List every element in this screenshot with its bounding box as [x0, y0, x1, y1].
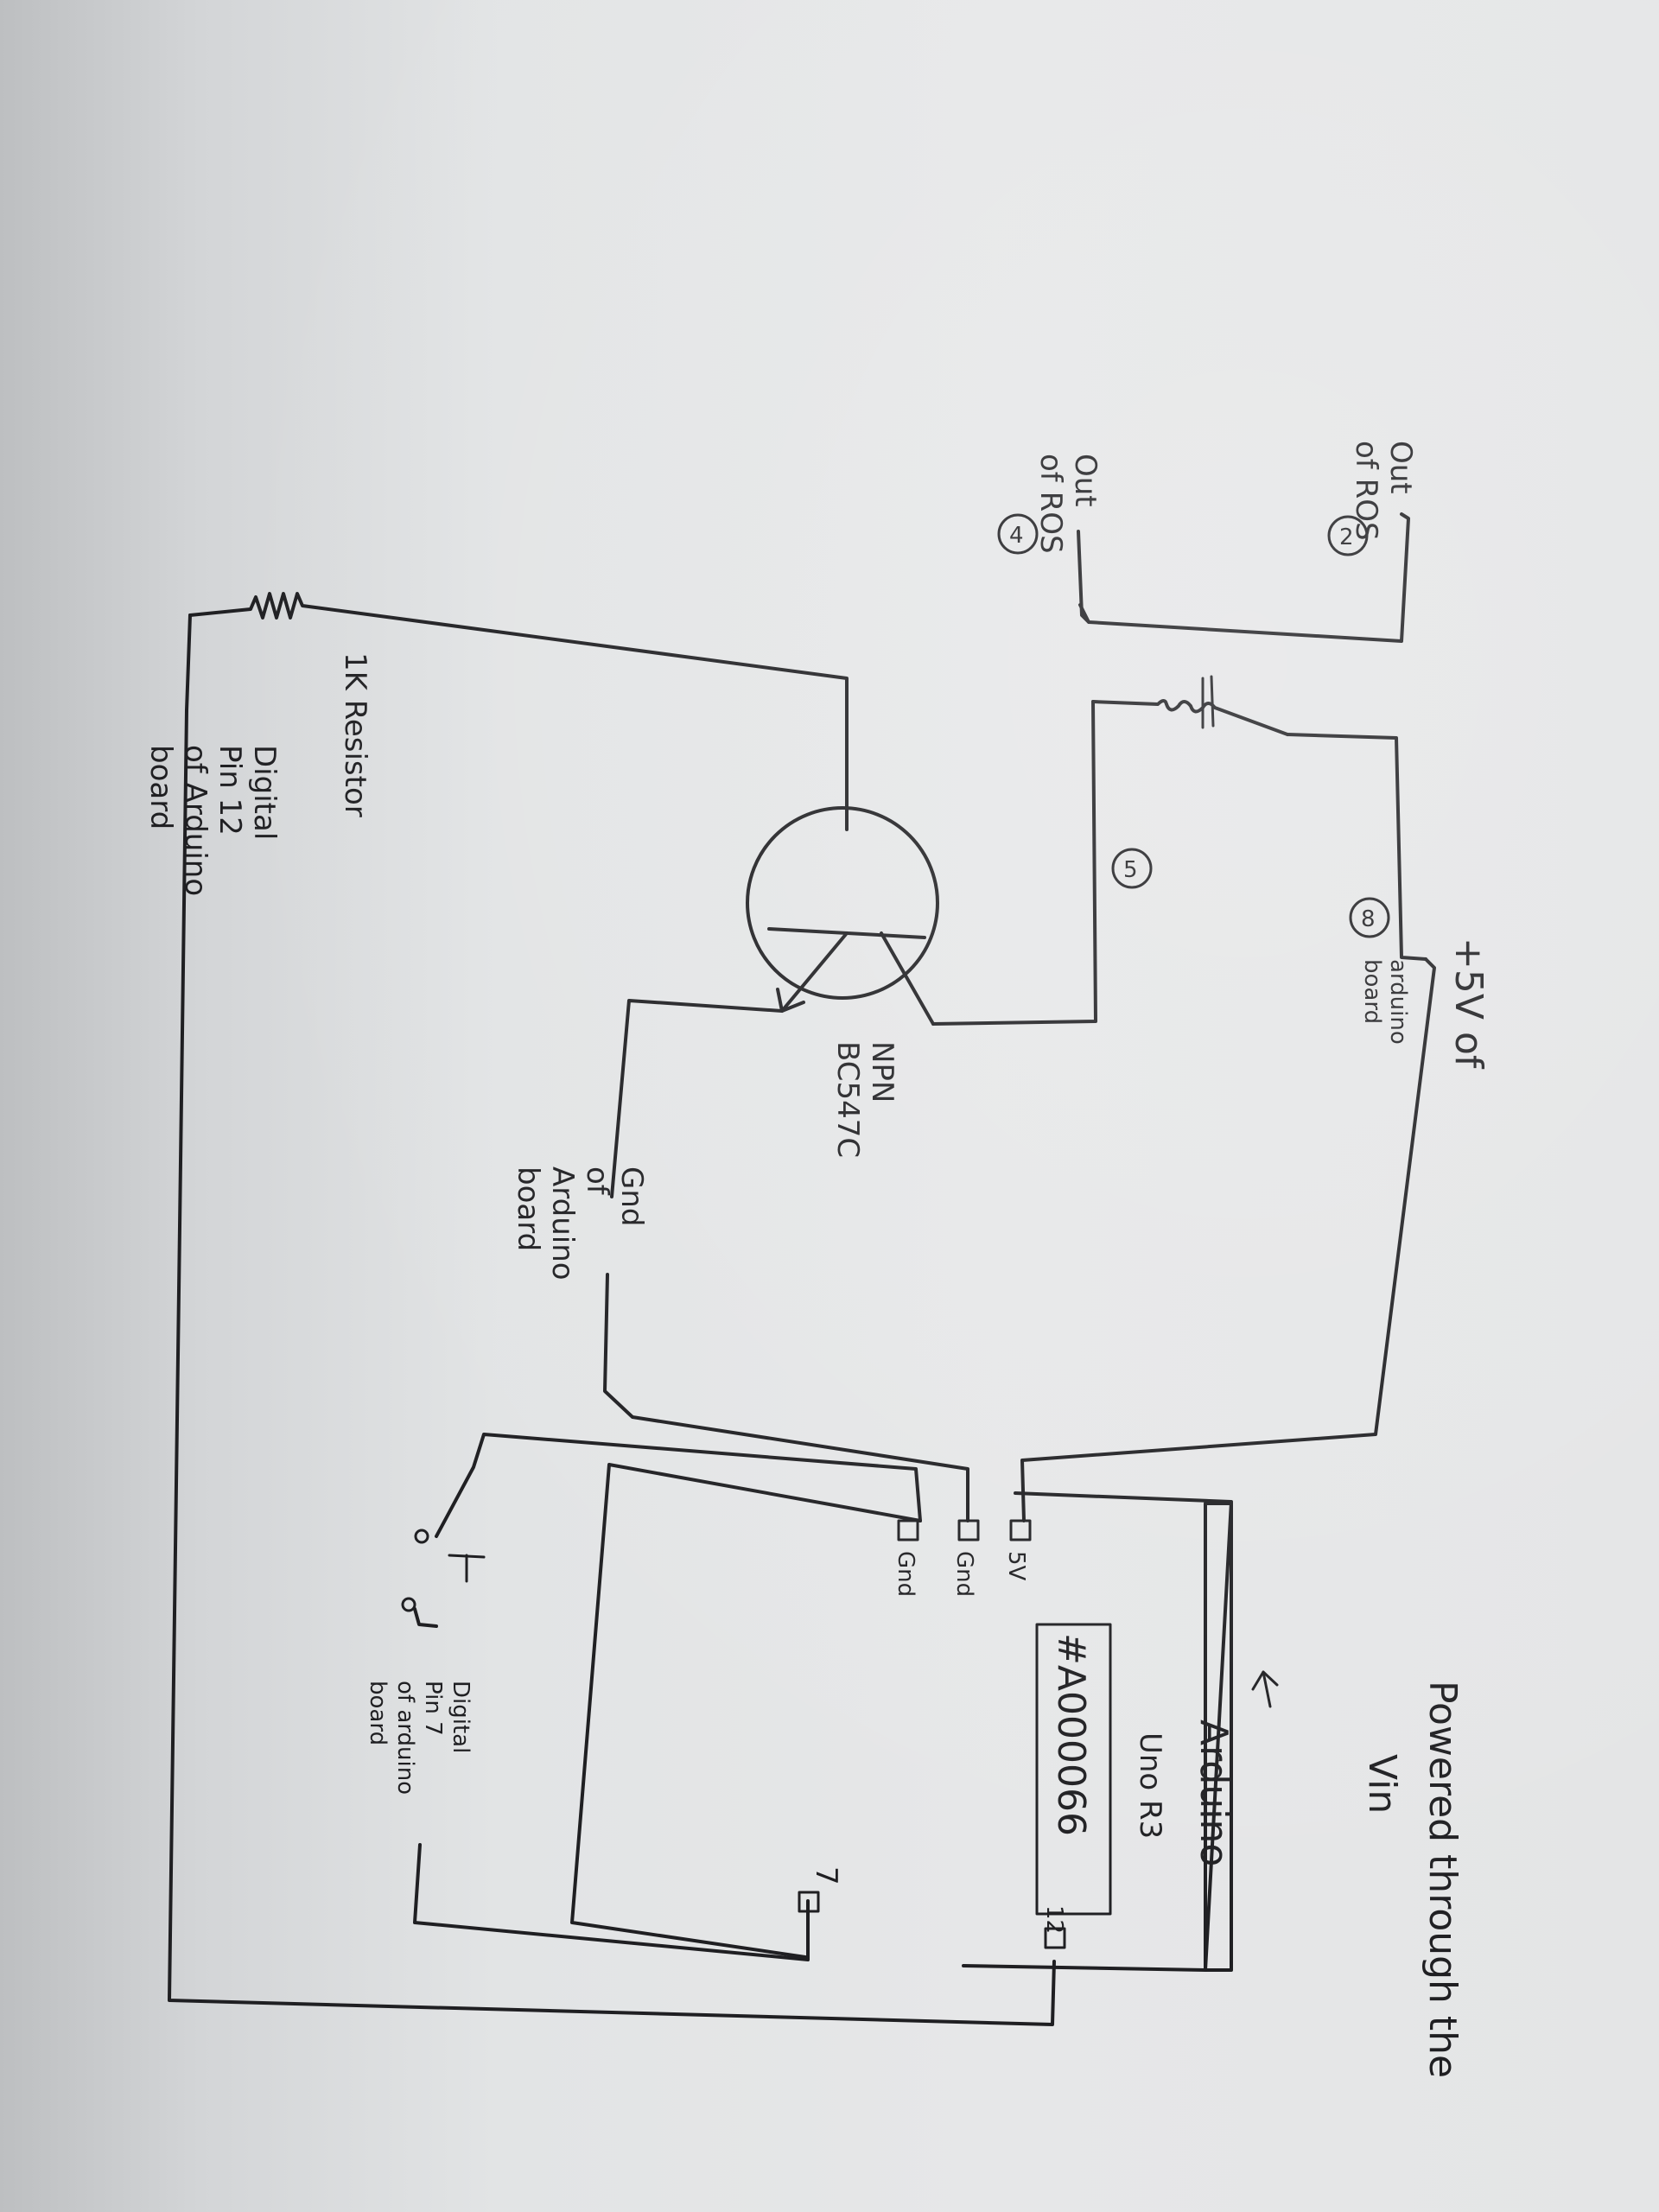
arduino-board [962, 1491, 1233, 1972]
relay-core-line-2 [1210, 675, 1215, 728]
node-5-circle [1111, 848, 1153, 889]
wire-pin12-long [168, 709, 1056, 2026]
label-pin-gnd2: Gnd [893, 1551, 918, 1597]
wire-ros4-to-coil [1077, 530, 1090, 624]
label-pin-7: 7 [809, 1866, 843, 1885]
label-powered-1: Powered through the [1421, 1681, 1465, 2078]
label-pin12-3: of Arduino [178, 745, 213, 896]
label-pin-12: 12 [1041, 1905, 1067, 1934]
label-powered-2: Vin [1360, 1754, 1404, 1814]
label-npn: NPN [865, 1041, 899, 1103]
node-8-label: 8 [1361, 906, 1376, 932]
vin-arrow-head [1251, 1670, 1279, 1691]
label-bc547c: BC547C [830, 1041, 865, 1158]
wire-arduino-inner-loop [570, 1463, 922, 1959]
pin-gnd1-box [957, 1519, 980, 1541]
pin-gnd2-box [897, 1519, 919, 1541]
label-pin-5v: 5V [1003, 1551, 1029, 1581]
node-4-circle [997, 513, 1039, 555]
wire-pin7-loop [413, 1843, 810, 1961]
label-out-ros-4-line1: Out [1068, 454, 1103, 507]
relay-coil [1091, 699, 1289, 736]
wire-coil-to-5v [1286, 733, 1427, 961]
vin-arrow-shaft [1262, 1670, 1272, 1708]
label-plus5v-sub-2: board [1359, 959, 1385, 1024]
wire-5v-to-arduino [1020, 957, 1436, 1522]
wire-emitter-to-gnd [610, 999, 784, 1198]
label-uno-r3: Uno R3 [1133, 1732, 1167, 1839]
node-4-label: 4 [1009, 523, 1024, 549]
resistor-symbol [188, 592, 849, 831]
wire-resistor-to-pin12 [185, 613, 192, 712]
node-5-label: 5 [1123, 857, 1138, 883]
label-out-ros-4-line2: of ROS [1033, 454, 1068, 554]
wire-ros2-to-coil [1078, 512, 1410, 643]
label-arduino: Arduino [1192, 1719, 1236, 1866]
label-part-number: #A000066 [1049, 1633, 1093, 1836]
wire-node5-to-collector [931, 700, 1097, 1026]
part-number-box [1035, 1623, 1112, 1916]
label-pin7-2: Pin 7 [420, 1681, 446, 1736]
label-pin7-1: Digital [448, 1681, 474, 1753]
transistor-collector [880, 931, 935, 1026]
label-pin12-4: board [143, 745, 178, 830]
wire-gnd2-switch-loop [435, 1433, 922, 1538]
wire-gnd-to-arduino [603, 1273, 969, 1522]
arduino-board-outline [1204, 1502, 1233, 1972]
node-2-label: 2 [1339, 524, 1354, 550]
label-out-ros-2-line2: of ROS [1349, 441, 1383, 541]
label-pin12-2: Pin 12 [213, 745, 247, 836]
switch-contact-left [414, 1529, 429, 1544]
label-pin7-4: board [365, 1681, 391, 1745]
switch-contact-right [401, 1597, 416, 1612]
label-pin12-1: Digital [247, 745, 282, 840]
node-2-circle [1327, 515, 1369, 556]
label-gnd-4: board [511, 1166, 545, 1251]
wire-switch-to-pin7 [413, 1607, 438, 1628]
pin-12-box [1044, 1927, 1066, 1949]
pin-7-box [798, 1891, 820, 1913]
label-plus5v: +5V of [1446, 938, 1491, 1070]
label-resistor: 1K Resistor [338, 652, 372, 817]
transistor-emitter [780, 931, 849, 1013]
label-pin7-3: of arduino [392, 1681, 418, 1795]
label-gnd-2: of [580, 1166, 614, 1196]
label-pin-gnd1: Gnd [951, 1551, 977, 1597]
transistor-body [746, 806, 939, 1000]
label-gnd-1: Gnd [614, 1166, 649, 1226]
node-8-circle [1349, 897, 1390, 938]
label-plus5v-sub-1: arduino [1385, 959, 1411, 1045]
label-gnd-3: Arduino [545, 1166, 580, 1281]
label-out-ros-2-line1: Out [1383, 441, 1418, 494]
pin-5v-box [1009, 1519, 1032, 1541]
